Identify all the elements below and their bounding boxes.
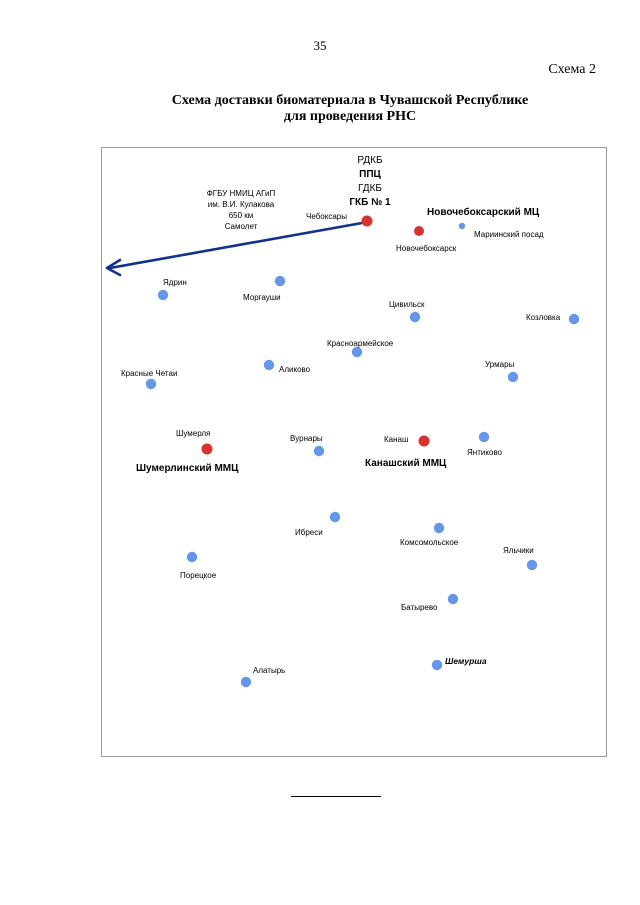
settlement-label-vurnary: Вурнары [290, 434, 323, 443]
title-line-2: для проведения РНС [283, 109, 417, 124]
hub-dot-shumerlya [201, 443, 213, 455]
hub-label-cheboksary: Чебоксары [306, 212, 347, 221]
settlement-dot-kozlovka [568, 313, 580, 325]
route-label-line-4: Самолет [225, 222, 258, 231]
footer-divider [291, 796, 381, 797]
route-label-line-2: им. В.И. Кулакова [208, 200, 275, 209]
hub-dot-kanash [418, 435, 430, 447]
label-rdkb: РДКБ [357, 155, 383, 166]
route-label-line-1: ФГБУ НМИЦ АГиП [207, 189, 276, 198]
settlement-label-batyrevo: Батырево [401, 603, 438, 612]
title-line-1: Схема доставки биоматериала в Чувашской … [171, 93, 529, 108]
hub-dot-novocheboksarsk [414, 226, 424, 236]
route-arrow-line [108, 221, 364, 270]
settlement-label-krasnoarmeyskoye: Красноармейское [327, 339, 394, 348]
settlement-label-krasnye-chetai: Красные Четаи [121, 369, 177, 378]
settlement-label-alatyr: Алатырь [253, 666, 285, 675]
settlement-dot-alikovo [263, 359, 275, 371]
label-gkb1: ГКБ № 1 [349, 197, 391, 208]
settlement-label-komsomolskoye: Комсомольское [400, 538, 459, 547]
settlement-dot-tsivilsk [409, 311, 421, 323]
settlement-label-urmary: Урмары [485, 360, 515, 369]
settlement-dot-krasnoarmeyskoye [351, 346, 363, 358]
settlement-dot-alatyr [240, 676, 252, 688]
hub-label-kanash-center: Канашский ММЦ [365, 458, 447, 469]
settlement-dot-komsomolskoye [433, 522, 445, 534]
route-label-line-3: 650 км [229, 211, 254, 220]
hub-label-shumerlya: Шумерля [176, 429, 210, 438]
scheme-label: Схема 2 [548, 62, 596, 77]
settlement-label-kozlovka: Козловка [526, 313, 561, 322]
page-number: 35 [313, 38, 327, 53]
settlement-dot-urmary [507, 371, 519, 383]
settlement-dot-morgaushi [274, 275, 286, 287]
settlement-label-mariinsky-posad: Мариинский посад [474, 230, 544, 239]
settlement-label-yantikovo: Янтиково [467, 448, 503, 457]
settlement-dot-ibresi [329, 511, 341, 523]
settlement-dot-yantikovo [478, 431, 490, 443]
settlement-dot-krasnye-chetai [145, 378, 157, 390]
label-gdkb: ГДКБ [358, 183, 382, 194]
settlement-label-tsivilsk: Цивильск [389, 300, 425, 309]
settlement-label-yadrin: Ядрин [163, 278, 187, 287]
settlement-dot-yalchiki [526, 559, 538, 571]
settlement-dot-shemursha [431, 659, 443, 671]
settlement-label-ibresi: Ибреси [295, 528, 323, 537]
settlement-dot-poretskoye [186, 551, 198, 563]
settlement-label-morgaushi: Моргауши [243, 293, 281, 302]
settlement-dot-yadrin [157, 289, 169, 301]
hub-label-novocheboksarsk: Новочебоксарск [396, 244, 457, 253]
settlement-label-poretskoye: Порецкое [180, 571, 217, 580]
hub-label-shumerlya-center: Шумерлинский ММЦ [136, 463, 239, 474]
settlement-dot-mariinsky-posad [458, 222, 466, 230]
hub-label-kanash: Канаш [384, 435, 408, 444]
hub-label-novocheboksarsk-center: Новочебоксарский МЦ [427, 206, 540, 218]
settlement-dot-batyrevo [447, 593, 459, 605]
label-ppc: ППЦ [359, 169, 381, 180]
settlement-label-yalchiki: Яльчики [503, 546, 534, 555]
settlement-label-shemursha: Шемурша [445, 656, 487, 666]
hub-dot-cheboksary [361, 215, 373, 227]
settlement-dot-vurnary [313, 445, 325, 457]
settlement-label-alikovo: Аликово [279, 365, 311, 374]
map-frame [101, 147, 607, 757]
page-title: Схема доставки биоматериала в Чувашской … [0, 93, 640, 125]
route-arrow-head [105, 258, 122, 277]
